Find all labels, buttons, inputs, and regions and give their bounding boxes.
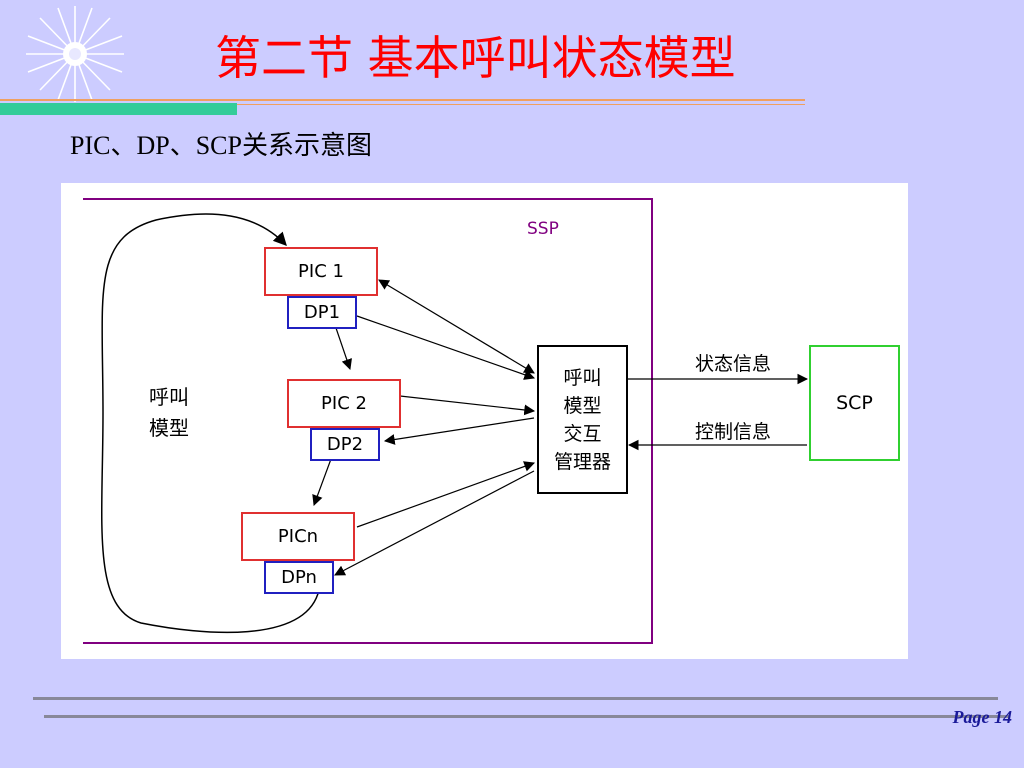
manager-line-2: 模型: [563, 394, 602, 417]
pic1-box: PIC 1: [264, 247, 378, 296]
manager-line-1: 呼叫: [563, 366, 602, 389]
dp1-box: DP1: [287, 296, 357, 329]
pic2-manager-arrow: [399, 395, 536, 416]
ssp-boundary: [83, 198, 653, 644]
manager-line-3: 交互: [563, 422, 602, 445]
dpn-box: DPn: [264, 561, 334, 594]
pic-dp-scp-diagram: SSP 呼叫 模型 PIC 1 DP1 PIC 2 DP2 PICn DPn 呼…: [61, 183, 908, 659]
call-model-label-line1: 呼叫: [149, 385, 189, 409]
state-info-label: 状态信息: [695, 353, 772, 375]
dp2-to-picn-arrow: [312, 458, 332, 507]
footer-rule-top: [33, 697, 998, 700]
dp1-to-pic2-arrow: [335, 327, 352, 371]
diagram-connectors: [83, 198, 809, 644]
manager-dpn-arrow: [334, 470, 535, 576]
footer-rule-bottom: [44, 715, 1009, 718]
manager-dp2-arrow: [383, 417, 535, 445]
picn-box: PICn: [241, 512, 355, 561]
control-info-label: 控制信息: [695, 421, 772, 443]
title-rule: [0, 99, 805, 101]
scp-box: SCP: [809, 345, 900, 461]
page-number: Page 14: [952, 707, 1012, 727]
title-rule-accent: [0, 103, 237, 115]
slide-title: 第二节 基本呼叫状态模型: [215, 31, 736, 85]
star-logo: [26, 6, 124, 102]
pic2-box: PIC 2: [287, 379, 401, 428]
dp1-manager-arrow: [356, 315, 536, 380]
call-model-label-line2: 模型: [149, 416, 189, 440]
picn-manager-arrow: [356, 461, 536, 528]
slide-subtitle: PIC、DP、SCP关系示意图: [70, 131, 372, 160]
ssp-label: SSP: [527, 219, 559, 239]
title-rule-thin: [0, 104, 805, 105]
manager-line-4: 管理器: [553, 450, 611, 473]
dp2-box: DP2: [310, 428, 380, 461]
call-model-loop: [100, 213, 320, 634]
pic1-manager-arrow: [378, 279, 535, 374]
call-model-interaction-manager: 呼叫 模型 交互 管理器: [537, 345, 628, 494]
